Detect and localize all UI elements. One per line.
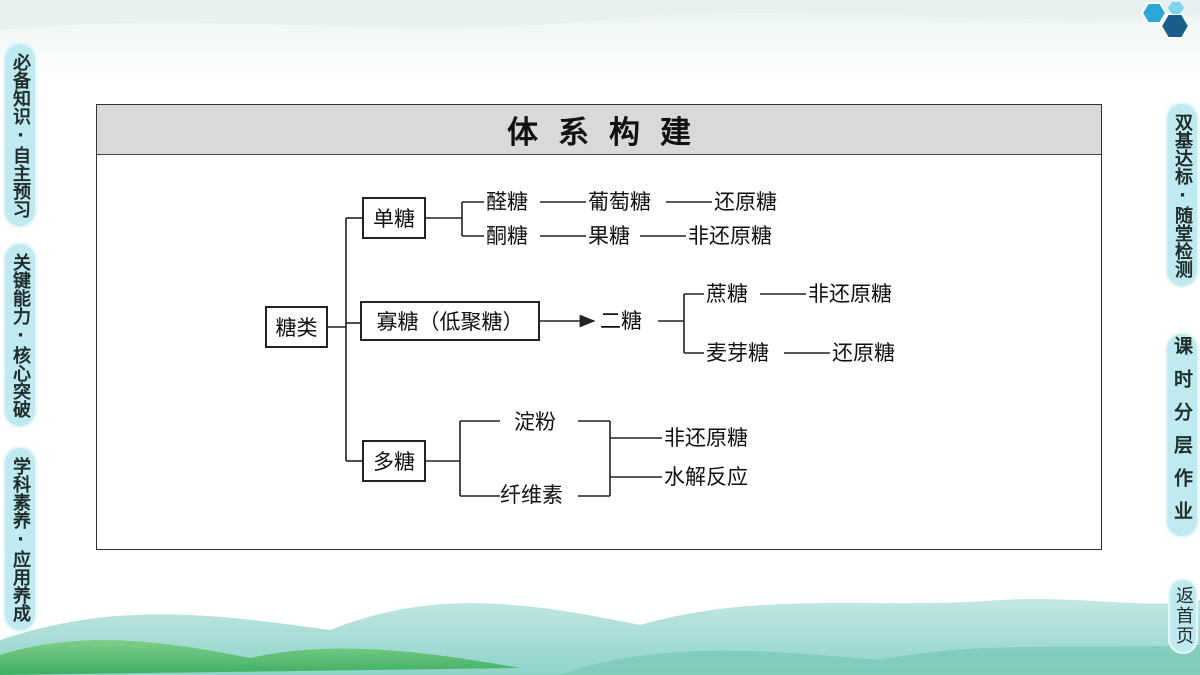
back-to-home-button[interactable]: 返首页 xyxy=(1168,578,1198,654)
nav-tab-essential-knowledge[interactable]: 必备知识·自主预习 xyxy=(3,42,37,228)
frame-title: 体系构建 xyxy=(507,115,711,151)
oligosaccharide-label: 寡糖（低聚糖） xyxy=(376,310,524,334)
frame-header: 体系构建 xyxy=(97,105,1101,155)
disaccharide-node: 二糖 xyxy=(600,309,642,333)
aldose-node: 醛糖 xyxy=(486,190,528,214)
non-reducing-sugar-node: 非还原糖 xyxy=(688,224,772,248)
nav-tab-label: 双基达标·随堂检测 xyxy=(1172,112,1193,278)
nav-tab-subject-literacy[interactable]: 学科素养·应用养成 xyxy=(3,446,37,632)
poly-non-reducing-node: 非还原糖 xyxy=(664,426,748,450)
maltose-node: 麦芽糖 xyxy=(706,341,769,365)
ketose-node: 酮糖 xyxy=(486,224,528,248)
polysaccharide-label: 多糖 xyxy=(373,450,415,474)
nav-tab-key-abilities[interactable]: 关键能力·核心突破 xyxy=(3,242,37,428)
nav-tab-label: 必备知识·自主预习 xyxy=(10,52,31,218)
nav-tab-label: 关键能力·核心突破 xyxy=(10,252,31,418)
glucose-node: 葡萄糖 xyxy=(588,190,651,214)
starch-node: 淀粉 xyxy=(514,410,556,434)
monosaccharide-label: 单糖 xyxy=(373,207,415,231)
hydrolysis-node: 水解反应 xyxy=(664,465,748,489)
fructose-node: 果糖 xyxy=(588,224,630,248)
root-node-label: 糖类 xyxy=(275,316,318,340)
maltose-property-node: 还原糖 xyxy=(832,341,895,365)
nav-tab-label: 课时分层作业 xyxy=(1171,336,1193,534)
nav-tab-label: 学科素养·应用养成 xyxy=(10,456,31,622)
root-node-saccharides: 糖类 xyxy=(265,306,328,348)
polysaccharide-box: 多糖 xyxy=(362,440,426,482)
monosaccharide-box: 单糖 xyxy=(362,197,426,239)
nav-tab-homework[interactable]: 课时分层作业 xyxy=(1165,332,1199,538)
hexagon-logo-icon xyxy=(1140,1,1191,39)
nav-tab-double-basics[interactable]: 双基达标·随堂检测 xyxy=(1165,102,1199,288)
back-to-home-label: 返首页 xyxy=(1173,586,1194,646)
oligosaccharide-box: 寡糖（低聚糖） xyxy=(360,301,540,341)
content-frame: 体系构建 xyxy=(96,104,1102,550)
sucrose-property-node: 非还原糖 xyxy=(808,282,892,306)
reducing-sugar-node: 还原糖 xyxy=(714,190,777,214)
sucrose-node: 蔗糖 xyxy=(706,282,748,306)
cellulose-node: 纤维素 xyxy=(500,483,563,507)
